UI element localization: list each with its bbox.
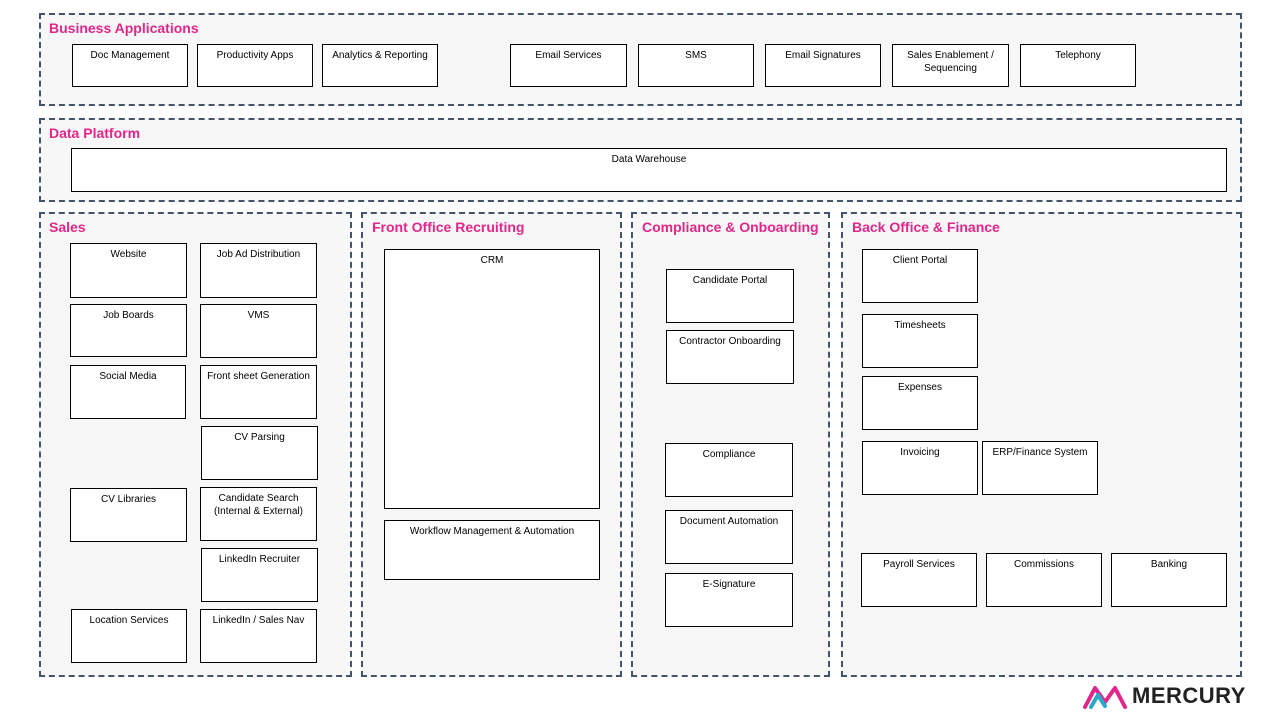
section-title: Business Applications [49,20,199,36]
box-document-automation[interactable]: Document Automation [665,510,793,564]
box-productivity-apps[interactable]: Productivity Apps [197,44,313,87]
box-expenses[interactable]: Expenses [862,376,978,430]
box-location-services[interactable]: Location Services [71,609,187,663]
box-doc-management[interactable]: Doc Management [72,44,188,87]
box-crm[interactable]: CRM [384,249,600,509]
section-title: Front Office Recruiting [372,219,525,235]
box-data-warehouse[interactable]: Data Warehouse [71,148,1227,192]
box-analytics-reporting[interactable]: Analytics & Reporting [322,44,438,87]
box-commissions[interactable]: Commissions [986,553,1102,607]
section-title: Back Office & Finance [852,219,1000,235]
box-candidate-portal[interactable]: Candidate Portal [666,269,794,323]
box-banking[interactable]: Banking [1111,553,1227,607]
box-cv-parsing[interactable]: CV Parsing [201,426,318,480]
box-front-sheet-generation[interactable]: Front sheet Generation [200,365,317,419]
logo-text: MERCURY [1132,683,1246,708]
box-workflow-management[interactable]: Workflow Management & Automation [384,520,600,580]
box-linkedin-sales-nav[interactable]: LinkedIn / Sales Nav [200,609,317,663]
mercury-mark-icon [1083,686,1127,709]
box-sales-enablement[interactable]: Sales Enablement / Sequencing [892,44,1009,87]
box-client-portal[interactable]: Client Portal [862,249,978,303]
box-erp-finance-system[interactable]: ERP/Finance System [982,441,1098,495]
box-vms[interactable]: VMS [200,304,317,358]
box-sms[interactable]: SMS [638,44,754,87]
box-compliance[interactable]: Compliance [665,443,793,497]
box-invoicing[interactable]: Invoicing [862,441,978,495]
section-title: Data Platform [49,125,141,141]
box-linkedin-recruiter[interactable]: LinkedIn Recruiter [201,548,318,602]
box-telephony[interactable]: Telephony [1020,44,1136,87]
box-job-boards[interactable]: Job Boards [70,304,187,357]
section-title: Sales [49,219,86,235]
box-contractor-onboarding[interactable]: Contractor Onboarding [666,330,794,384]
box-email-signatures[interactable]: Email Signatures [765,44,881,87]
mercury-logo: MERCURY [1082,680,1252,712]
box-e-signature[interactable]: E-Signature [665,573,793,627]
section-title: Compliance & Onboarding [642,219,819,235]
box-social-media[interactable]: Social Media [70,365,186,419]
box-candidate-search[interactable]: Candidate Search (Internal & External) [200,487,317,541]
box-email-services[interactable]: Email Services [510,44,627,87]
box-job-ad-distribution[interactable]: Job Ad Distribution [200,243,317,298]
box-payroll-services[interactable]: Payroll Services [861,553,977,607]
box-timesheets[interactable]: Timesheets [862,314,978,368]
box-website[interactable]: Website [70,243,187,298]
box-cv-libraries[interactable]: CV Libraries [70,488,187,542]
